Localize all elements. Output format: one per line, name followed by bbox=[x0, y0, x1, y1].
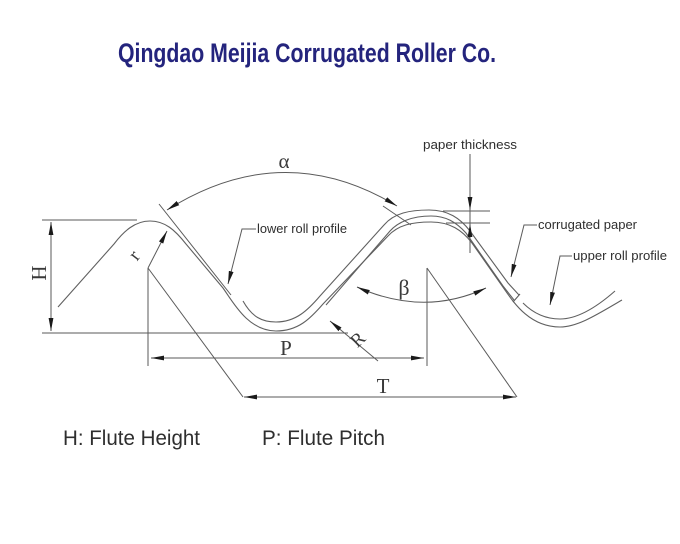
legend-flute-height: H: Flute Height bbox=[63, 427, 200, 450]
upper-roll-profile-curve bbox=[522, 290, 616, 320]
lower-roll-profile-label: lower roll profile bbox=[257, 221, 347, 236]
R-radius-line bbox=[329, 320, 379, 362]
corrugated-paper-label: corrugated paper bbox=[538, 217, 638, 232]
alpha-tangent-left bbox=[158, 203, 232, 296]
lower-roll-profile-curve bbox=[57, 220, 623, 332]
paper-thickness-label: paper thickness bbox=[423, 137, 518, 152]
lower-roll-profile-leader bbox=[227, 228, 256, 285]
page-title: Qingdao Meijia Corrugated Roller Co. bbox=[118, 38, 496, 68]
take-up-label: T bbox=[377, 374, 390, 398]
root-radius-label: R bbox=[346, 328, 370, 352]
corrugated-paper-leader bbox=[510, 224, 537, 278]
beta-label: β bbox=[398, 275, 409, 300]
t-extension-left-diagonal bbox=[147, 267, 244, 398]
r-radius-line bbox=[147, 230, 168, 269]
alpha-label: α bbox=[278, 149, 289, 173]
beta-arc bbox=[356, 286, 487, 303]
flute-pitch-label: P bbox=[280, 336, 292, 360]
upper-roll-profile-leader bbox=[549, 255, 572, 306]
tip-radius-label: r bbox=[124, 246, 145, 264]
upper-roll-profile-label: upper roll profile bbox=[573, 248, 667, 263]
legend-flute-pitch: P: Flute Pitch bbox=[262, 427, 385, 450]
alpha-arc bbox=[166, 172, 398, 211]
corrugated-paper-bottom-curve bbox=[325, 215, 515, 306]
paper-end-tick bbox=[512, 293, 521, 303]
corrugated-paper-top-curve bbox=[242, 209, 520, 323]
flute-height-label: H bbox=[27, 265, 51, 280]
